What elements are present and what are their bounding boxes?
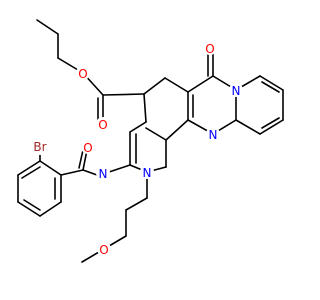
ring-nitrogen-right: N [229, 83, 243, 98]
svg-text:O: O [78, 67, 87, 81]
bond [187, 75, 214, 93]
ring-nitrogen-bottom: N [140, 165, 154, 180]
atom-labels: O O O N O N N N [31, 41, 243, 257]
bond [108, 164, 131, 173]
bond [17, 201, 41, 217]
bond [78, 149, 84, 169]
bond [145, 127, 167, 141]
bond [261, 117, 280, 129]
bond [129, 121, 147, 133]
bond [143, 77, 166, 95]
svg-text:N: N [209, 128, 218, 142]
methoxy-oxygen: O [97, 242, 111, 257]
svg-text:N: N [232, 84, 241, 98]
structure-diagram: O O O N O N N N [17, 19, 284, 263]
bond [39, 201, 62, 217]
svg-text:O: O [99, 243, 108, 257]
svg-text:O: O [83, 141, 92, 155]
ester-oxygen: O [76, 66, 90, 81]
molecule-canvas: O O O N O N N N [17, 19, 284, 263]
bond [17, 160, 41, 176]
bond [165, 119, 189, 141]
svg-text:N: N [143, 166, 152, 180]
bond [102, 93, 145, 96]
bond [235, 119, 261, 135]
bromine-atom: Br [31, 137, 49, 155]
bond [60, 169, 84, 176]
svg-text:O: O [98, 118, 107, 132]
svg-text:Br: Br [33, 140, 46, 154]
bond [143, 93, 147, 123]
ester-carbonyl-oxygen: O [96, 117, 110, 132]
bonds [17, 19, 284, 263]
bond [259, 119, 284, 135]
bond [125, 197, 148, 211]
bond [164, 77, 189, 93]
bond [21, 166, 41, 179]
amide-carbonyl-oxygen: O [81, 140, 95, 155]
bond [36, 19, 59, 35]
ring-nitrogen-center: N [206, 127, 220, 142]
ketone-oxygen: O [203, 41, 217, 56]
bond [82, 169, 98, 176]
bond [259, 75, 284, 91]
imine-nitrogen: N [96, 166, 110, 181]
bond [261, 81, 280, 93]
bond [23, 199, 41, 211]
svg-text:O: O [205, 42, 214, 56]
bond [39, 160, 62, 176]
svg-text:N: N [99, 167, 108, 181]
